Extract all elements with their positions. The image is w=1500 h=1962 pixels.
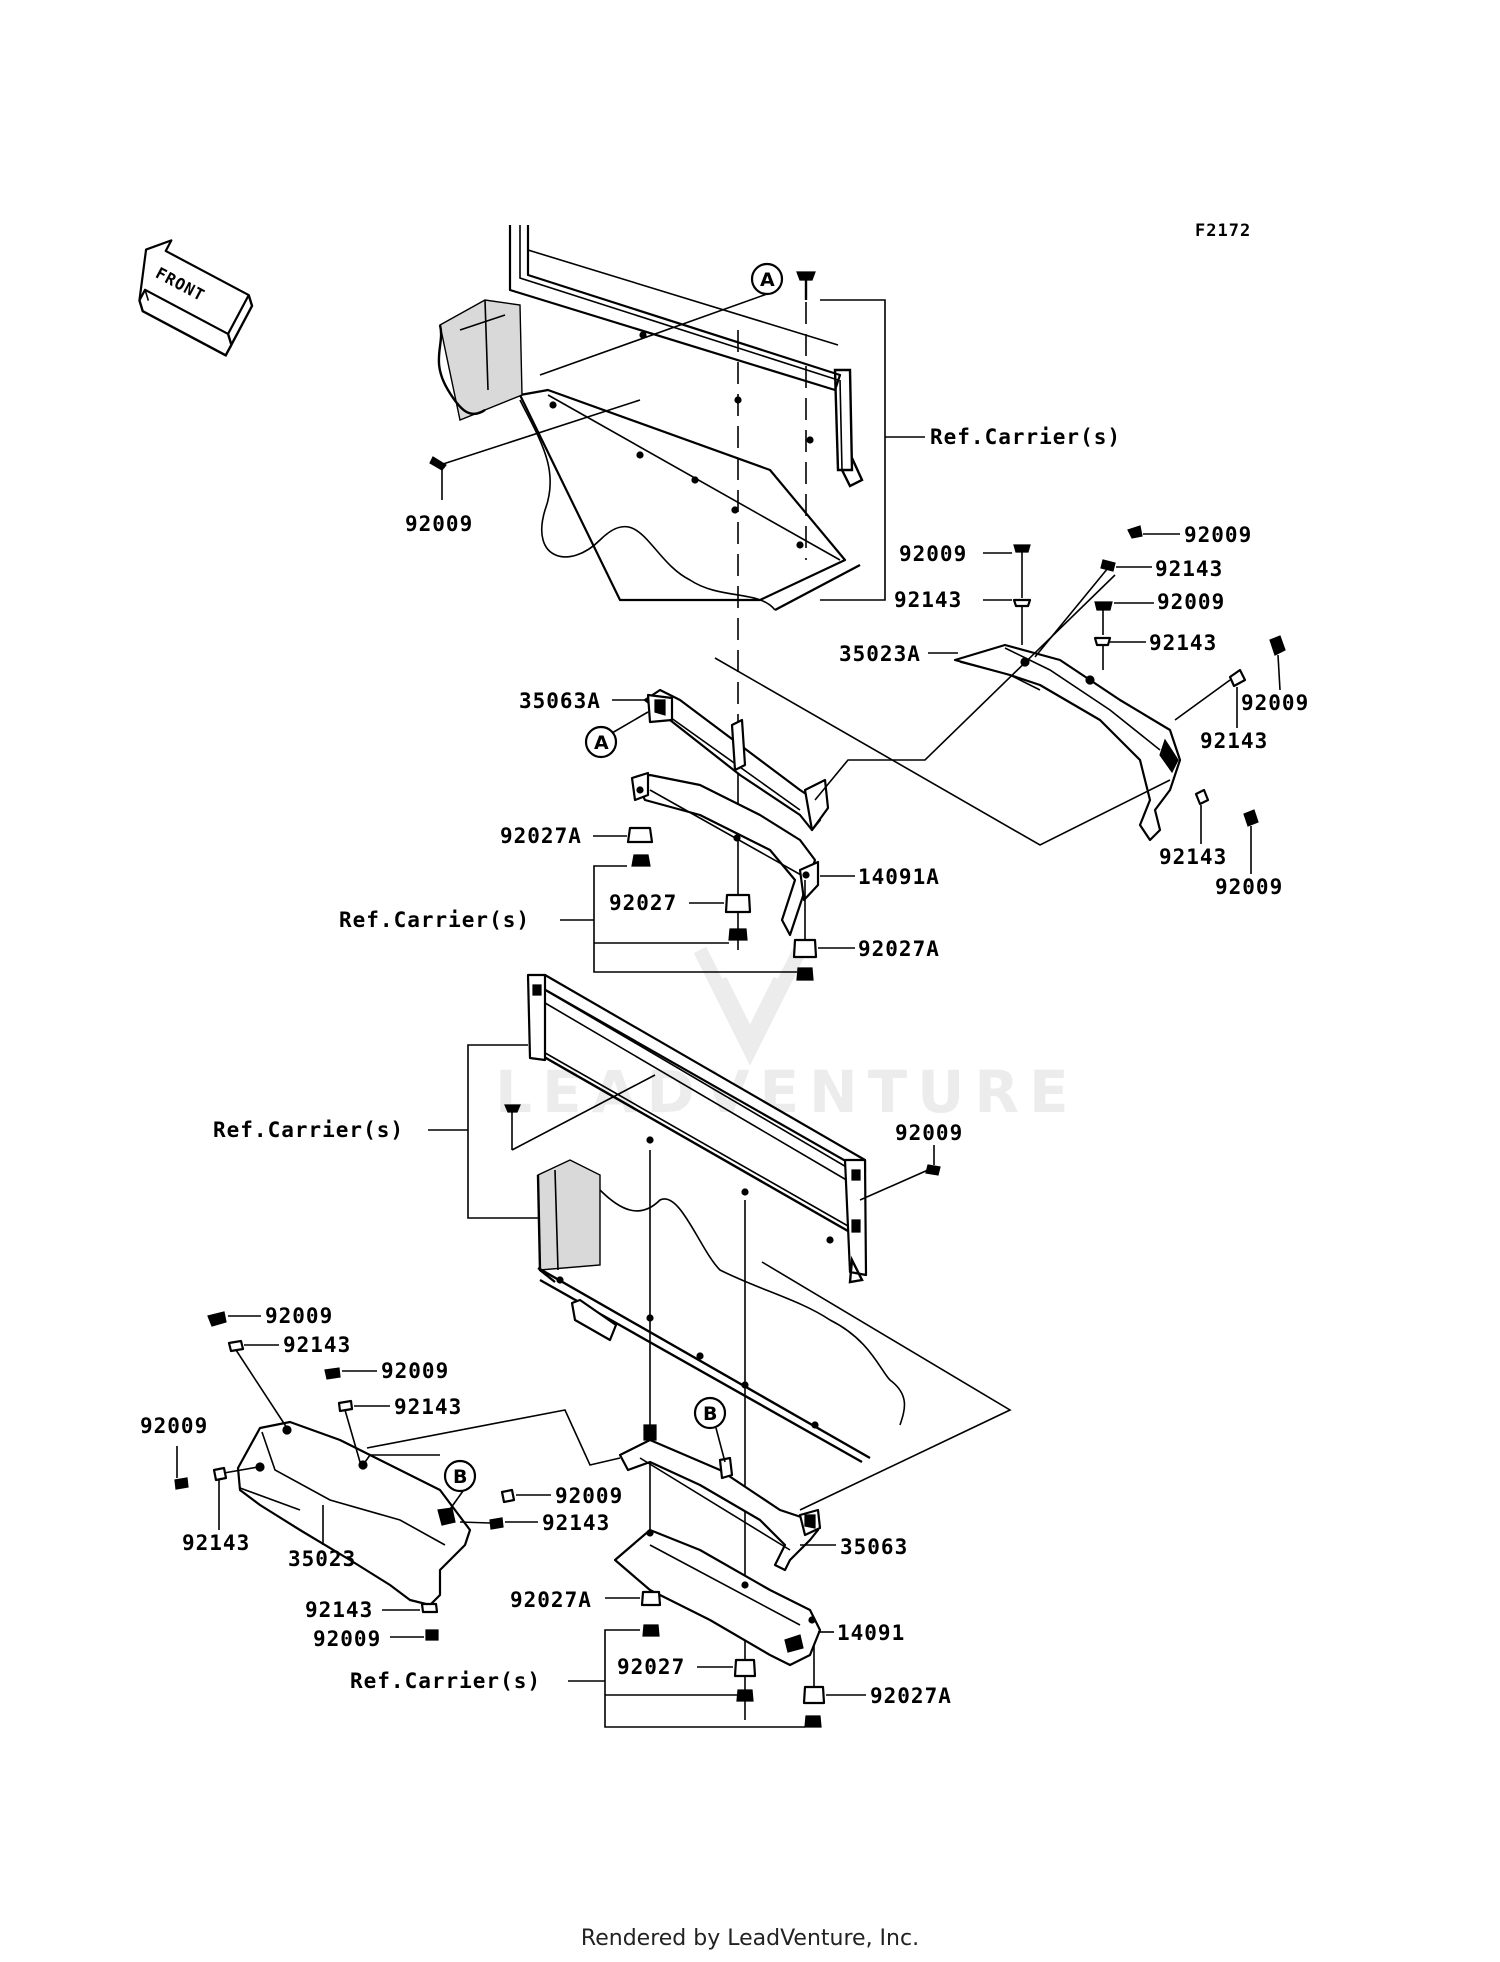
part-label-92027-upper: 92027 <box>609 891 677 915</box>
connector-fender-upper <box>714 657 1171 846</box>
upper-bolt-92009 <box>796 271 816 560</box>
part-label-92009-r4: 92009 <box>1241 691 1309 715</box>
svg-text:A: A <box>760 269 775 291</box>
svg-text:B: B <box>453 1466 467 1488</box>
support-14091A <box>630 771 820 937</box>
part-label-92009-l4: 92009 <box>555 1484 623 1508</box>
connector-lower-left <box>366 1409 621 1466</box>
lower-carrier-body <box>526 973 906 1464</box>
bracket-35063A <box>643 688 830 832</box>
part-label-92143-l2: 92143 <box>394 1395 462 1419</box>
part-label-92027A-upper-left: 92027A <box>500 824 582 848</box>
part-label-92143-r2: 92143 <box>894 588 962 612</box>
part-label-92009-l2: 92009 <box>381 1359 449 1383</box>
watermark-logo <box>693 946 807 1066</box>
part-label-92009-l5: 92009 <box>313 1627 381 1651</box>
part-label-92143-r1: 92143 <box>1155 557 1223 581</box>
upper-carrier-body <box>437 225 864 612</box>
upper-nut-92027 <box>724 893 752 941</box>
ref-bracket-lower-top <box>428 1044 656 1219</box>
ref-bracket-upper-top <box>820 299 925 601</box>
part-label-35023A: 35023A <box>839 642 921 666</box>
part-label-92143-r4: 92143 <box>1200 729 1268 753</box>
svg-text:A: A <box>594 732 609 754</box>
part-label-35023: 35023 <box>288 1547 356 1571</box>
part-label-92009-l1: 92009 <box>265 1304 333 1328</box>
upper-nut-92027A-left <box>626 826 654 867</box>
part-label-92143-l5: 92143 <box>305 1598 373 1622</box>
part-label-92143-r5: 92143 <box>1159 845 1227 869</box>
lower-nut-92027 <box>733 1658 757 1702</box>
part-label-92027-lower: 92027 <box>617 1655 685 1679</box>
part-label-35063A: 35063A <box>519 689 601 713</box>
fender-35023A <box>953 643 1182 842</box>
part-label-92143-r3: 92143 <box>1149 631 1217 655</box>
callout-b-left: B <box>362 1454 477 1513</box>
callout-a-top: A <box>539 262 784 376</box>
part-label-14091A: 14091A <box>858 865 940 889</box>
callout-a-mid: A <box>584 711 649 759</box>
part-label-92009-r3: 92009 <box>1157 590 1225 614</box>
part-label-14091: 14091 <box>837 1621 905 1645</box>
part-label-92009-lower-right: 92009 <box>895 1121 963 1145</box>
ref-carrier-label-3: Ref.Carrier(s) <box>213 1118 404 1142</box>
ref-bracket-lower-nuts <box>568 1629 805 1728</box>
upper-nut-92027A-right <box>792 880 818 981</box>
figure-code: F2172 <box>1195 221 1251 241</box>
part-label-92027A-lower-right: 92027A <box>870 1684 952 1708</box>
lower-nut-92027A-right <box>802 1645 826 1728</box>
part-label-92009-r5: 92009 <box>1215 875 1283 899</box>
front-arrow-icon: FRONT <box>138 239 254 357</box>
part-label-92009-r1: 92009 <box>1184 523 1252 547</box>
fender-hardware-right <box>1012 525 1286 827</box>
ref-carrier-label-4: Ref.Carrier(s) <box>350 1669 541 1693</box>
svg-text:B: B <box>703 1403 717 1425</box>
footer-credit: Rendered by LeadVenture, Inc. <box>580 1926 920 1951</box>
support-14091 <box>613 1528 822 1667</box>
callout-b-right: B <box>693 1396 727 1463</box>
part-label-92027A-lower-left: 92027A <box>510 1588 592 1612</box>
connector-fender-lower <box>814 574 1116 801</box>
lower-right-bolt-92009 <box>859 1145 941 1201</box>
connector-lower-right <box>761 1261 1012 1511</box>
left-bolt-92009 <box>429 399 641 500</box>
part-label-92009-r2: 92009 <box>899 542 967 566</box>
bracket-35063 <box>618 1424 822 1572</box>
ref-carrier-label-2: Ref.Carrier(s) <box>339 908 530 932</box>
lower-nut-92027A-left <box>640 1590 662 1637</box>
fender-35023 <box>236 1420 472 1607</box>
part-label-92027A-upper-right: 92027A <box>858 937 940 961</box>
ref-carrier-label-1: Ref.Carrier(s) <box>930 425 1121 449</box>
part-label-92143-l4: 92143 <box>542 1511 610 1535</box>
ref-bracket-upper-nuts <box>560 865 797 973</box>
fender-hardware-left <box>174 1311 516 1641</box>
part-label-35063: 35063 <box>840 1535 908 1559</box>
part-label-92143-l1: 92143 <box>283 1333 351 1357</box>
part-label-92143-l3: 92143 <box>182 1531 250 1555</box>
part-label-92009-l3: 92009 <box>140 1414 208 1438</box>
part-label-92009-left: 92009 <box>405 512 473 536</box>
